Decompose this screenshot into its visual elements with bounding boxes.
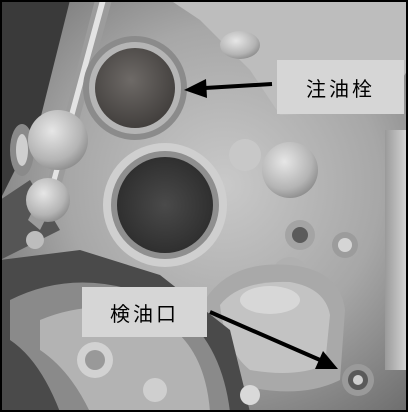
fill-port-label: 注油栓: [277, 60, 404, 114]
fill-port-label-text: 注油栓: [306, 76, 375, 101]
check-port-label: 検油口: [82, 287, 207, 337]
check-port-label-text: 検油口: [110, 301, 179, 326]
